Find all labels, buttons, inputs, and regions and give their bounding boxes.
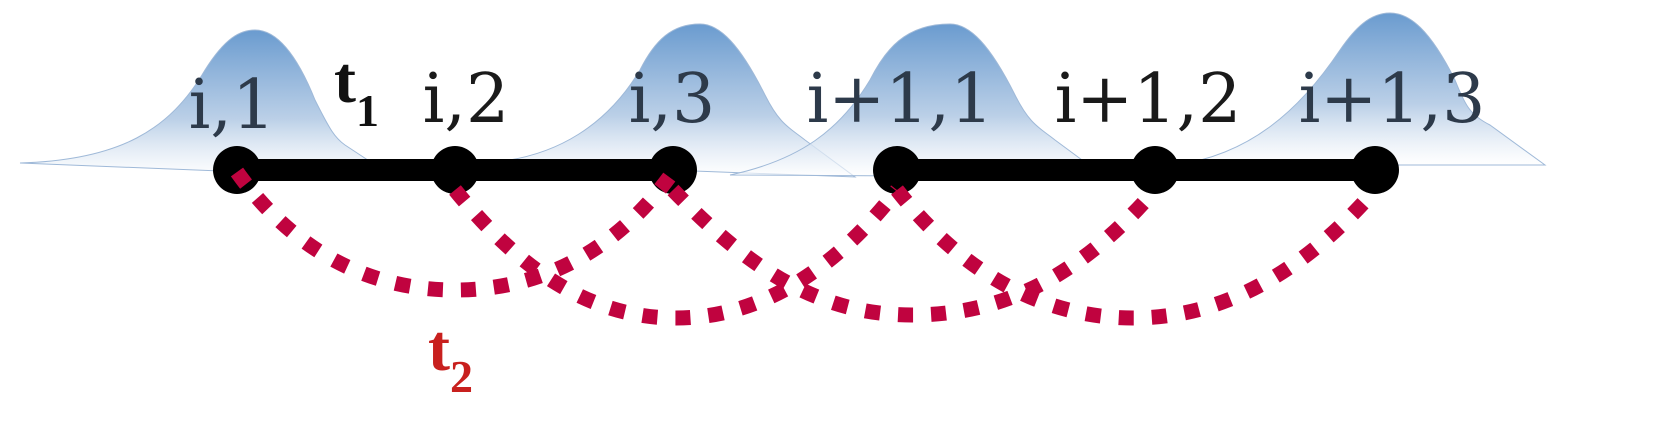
- edge-i3-ip1-2: [667, 184, 1161, 323]
- label-ip1-3: i+1,3: [1299, 60, 1486, 139]
- site-i2[interactable]: [431, 146, 479, 194]
- gaussian-orbital-ip1-3: [1174, 12, 1547, 166]
- gaussian-orbital-i3: [479, 23, 857, 178]
- t1-subscript: 1: [356, 85, 379, 136]
- t1-label: t1: [334, 44, 379, 136]
- site-ip1-2[interactable]: [1131, 146, 1179, 194]
- t2-label: t2: [428, 312, 473, 402]
- site-ip1-3[interactable]: [1351, 146, 1399, 194]
- site-labels: i,1 i,2 i,3 i+1,1 i+1,2 i+1,3: [189, 60, 1486, 145]
- site-i3[interactable]: [649, 146, 697, 194]
- sites: [213, 146, 1399, 194]
- label-i2: i,2: [423, 60, 510, 139]
- label-ip1-2: i+1,2: [1055, 60, 1242, 139]
- edge-ip1-1-ip1-3: [891, 185, 1381, 326]
- gaussian-orbitals: [19, 12, 1547, 179]
- t2-edges: [230, 167, 1381, 326]
- label-ip1-1: i+1,1: [807, 60, 994, 139]
- t2-base: t: [428, 312, 450, 385]
- t2-subscript: 2: [450, 351, 473, 402]
- site-ip1-1[interactable]: [873, 146, 921, 194]
- t1-base: t: [334, 44, 356, 117]
- gaussian-orbital-i1: [19, 29, 397, 179]
- label-i3: i,3: [629, 60, 716, 139]
- gaussian-orbital-ip1-1: [729, 23, 1107, 178]
- edge-i2-ip1-1: [449, 185, 903, 326]
- label-i1: i,1: [189, 66, 276, 145]
- site-i1[interactable]: [213, 146, 261, 194]
